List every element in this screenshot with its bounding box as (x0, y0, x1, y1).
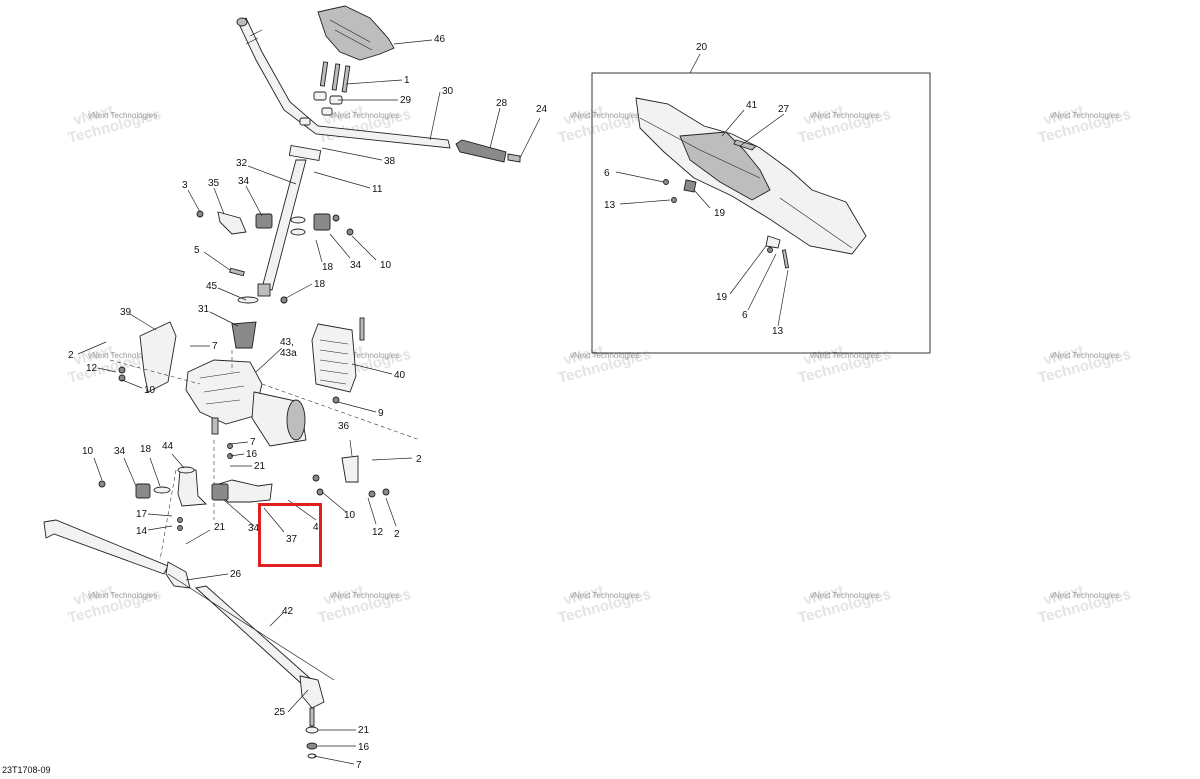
callout-44: 44 (162, 441, 174, 452)
callout-26: 26 (230, 569, 242, 580)
handlebar (237, 17, 451, 149)
callout-6: 6 (742, 310, 748, 321)
watermark-text: vNext Technologies (1050, 351, 1119, 360)
watermark-text: vNext Technologies (1050, 591, 1119, 600)
callout-36: 36 (338, 421, 350, 432)
watermark-text: vNext Technologies (330, 591, 399, 600)
watermarks: vNext Technologies vNext Technologies vN… (66, 102, 1133, 627)
callout-40: 40 (394, 370, 406, 381)
callout-34: 34 (114, 446, 126, 457)
callout-5: 5 (194, 245, 200, 256)
watermark-text: vNext Technologies (570, 591, 639, 600)
callout-1: 1 (404, 75, 410, 86)
callout-19: 19 (716, 292, 728, 303)
callout-27: 27 (778, 104, 790, 115)
tie-rod-end-25 (299, 675, 325, 709)
callout-10: 10 (144, 385, 156, 396)
grip (455, 139, 507, 163)
callout-34: 34 (238, 176, 250, 187)
callout-13: 13 (604, 200, 616, 211)
callout-19: 19 (714, 208, 726, 219)
callout-46: 46 (434, 34, 446, 45)
callout-10: 10 (82, 446, 94, 457)
bracket-39 (139, 321, 177, 393)
callout-34: 34 (248, 523, 260, 534)
callout-21: 21 (214, 522, 226, 533)
callout-29: 29 (400, 95, 412, 106)
callout-24: 24 (536, 104, 548, 115)
callout-11: 11 (372, 184, 383, 195)
watermark-text: vNext Technologies (330, 111, 399, 120)
callout-31: 31 (198, 304, 210, 315)
callout-43a: 43a (280, 348, 297, 359)
pitman-arm (177, 469, 208, 507)
callout-12: 12 (86, 363, 98, 374)
callout-21: 21 (254, 461, 266, 472)
watermark-text: vNext Technologies (570, 351, 639, 360)
callout-2: 2 (416, 454, 422, 465)
callout-41: 41 (746, 100, 758, 111)
watermark-text: vNext Technologies (88, 591, 157, 600)
watermark-text: vNext Technologies (810, 351, 879, 360)
callout-2: 2 (394, 529, 400, 540)
highlight-box (258, 503, 322, 567)
callout-34: 34 (350, 260, 362, 271)
tie-rod-42 (195, 585, 313, 687)
callout-9: 9 (378, 408, 384, 419)
callout-18: 18 (322, 262, 334, 273)
callout-35: 35 (208, 178, 220, 189)
callout-14: 14 (136, 526, 148, 537)
callout-7: 7 (250, 437, 256, 448)
callout-45: 45 (206, 281, 218, 292)
tie-rod-left (43, 519, 169, 575)
callout-28: 28 (496, 98, 508, 109)
watermark-text: vNext Technologies (330, 351, 399, 360)
callout-4: 4 (313, 522, 319, 533)
callout-7: 7 (356, 760, 362, 771)
callout-16: 16 (246, 449, 258, 460)
callout-30: 30 (442, 86, 454, 97)
callout-7: 7 (212, 341, 218, 352)
callout-20: 20 (696, 42, 708, 53)
watermark-text: vNext Technologies (810, 591, 879, 600)
watermark-text: vNext Technologies (1050, 111, 1119, 120)
callout-labels: 46 1 29 30 28 24 38 11 32 3 35 34 18 34 … (68, 34, 790, 771)
callout-12: 12 (372, 527, 384, 538)
handlebar-pad (317, 5, 395, 61)
callout-16: 16 (358, 742, 370, 753)
callout-6: 6 (604, 168, 610, 179)
callout-10: 10 (380, 260, 392, 271)
document-id: 23T1708-09 (2, 765, 51, 775)
leader-lines (77, 39, 541, 765)
boot (231, 321, 257, 349)
callout-18: 18 (314, 279, 326, 290)
callout-37: 37 (286, 534, 298, 545)
callout-10: 10 (344, 510, 356, 521)
watermark-text: vNext Technologies (570, 111, 639, 120)
callout-43: 43, (280, 337, 294, 348)
seat-assembly (591, 53, 931, 354)
watermark-text: vNext Technologies (88, 111, 157, 120)
callout-21: 21 (358, 725, 370, 736)
callout-25: 25 (274, 707, 286, 718)
bolts-1 (319, 61, 351, 93)
callout-32: 32 (236, 158, 248, 169)
callout-3: 3 (182, 180, 188, 191)
steering-column (261, 159, 307, 291)
callout-39: 39 (120, 307, 132, 318)
power-steering-unit (185, 359, 263, 425)
callout-2: 2 (68, 350, 74, 361)
watermark-text: vNext Technologies (88, 351, 157, 360)
watermark-text: vNext Technologies (810, 111, 879, 120)
callout-18: 18 (140, 444, 152, 455)
steering-assembly (43, 5, 521, 759)
seat-inset-frame (591, 72, 931, 354)
callout-17: 17 (136, 509, 148, 520)
cover-40 (311, 323, 357, 393)
callout-13: 13 (772, 326, 784, 337)
callout-38: 38 (384, 156, 396, 167)
callout-42: 42 (282, 606, 294, 617)
tie-rod-end-26 (165, 561, 191, 589)
